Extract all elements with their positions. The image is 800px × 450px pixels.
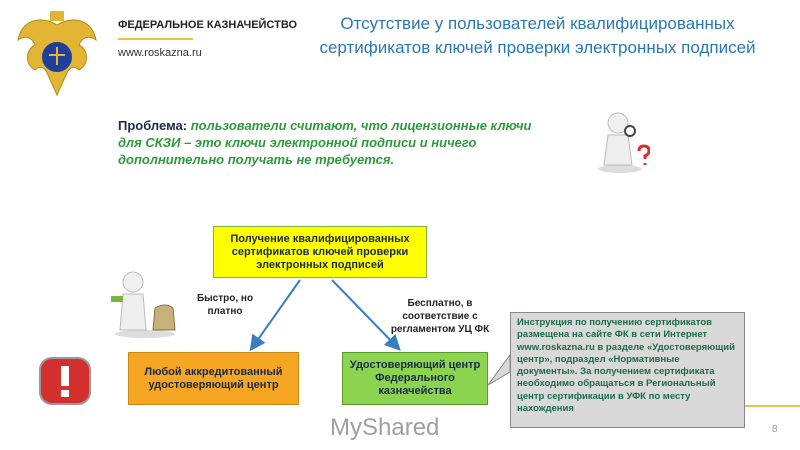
person-money-icon bbox=[111, 271, 176, 338]
watermark: MyShared bbox=[330, 414, 440, 441]
left-label: Быстро, но платно bbox=[196, 293, 254, 317]
right-label: Бесплатно, в соответствие с регламентом … bbox=[390, 298, 490, 335]
thinking-person-question-icon bbox=[598, 112, 650, 173]
top-box: Получение квалифицированных сертификатов… bbox=[213, 226, 427, 278]
slide-title: Отсутствие у пользователей квалифицирова… bbox=[319, 14, 756, 57]
site-link[interactable]: www.roskazna.ru bbox=[118, 47, 202, 59]
problem-statement: Проблема: пользователи считают, что лице… bbox=[118, 117, 558, 168]
divider bbox=[118, 38, 193, 40]
divider bbox=[745, 405, 800, 407]
callout-pointer bbox=[487, 353, 511, 386]
alert-icon bbox=[39, 357, 91, 405]
org-name: ФЕДЕРАЛЬНОЕ КАЗНАЧЕЙСТВО bbox=[118, 19, 298, 31]
arrow-left bbox=[249, 279, 301, 352]
eagle-emblem-icon bbox=[17, 11, 97, 97]
problem-text: пользователи считают, что лицензионные к… bbox=[118, 118, 532, 167]
page-number: 8 bbox=[772, 424, 778, 435]
right-box: Удостоверяющий центр Федерального казнач… bbox=[342, 352, 488, 405]
arrow-right bbox=[331, 279, 401, 351]
problem-label: Проблема: bbox=[118, 118, 188, 133]
left-box: Любой аккредитованный удостоверяющий цен… bbox=[128, 352, 299, 405]
instruction-callout: Инструкция по получению сертификатов раз… bbox=[510, 312, 745, 428]
